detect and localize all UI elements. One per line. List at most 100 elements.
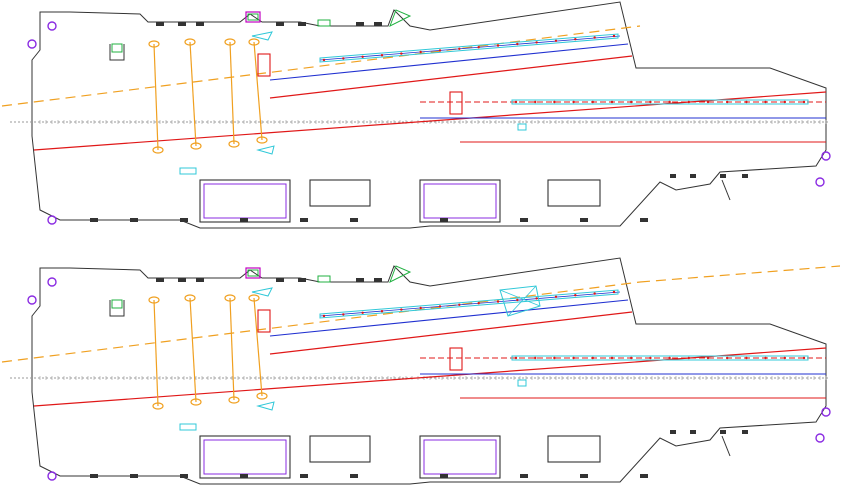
edge-fitting [180,218,188,222]
deck-fitting [317,275,331,283]
deck-elevator [419,435,501,479]
edge-fitting [670,174,676,178]
deck-fitting [245,11,261,23]
arresting-wire [229,297,235,401]
edge-fitting [298,278,306,282]
runway-light [438,305,442,308]
edge-fitting [374,278,382,282]
mooring-point [815,433,825,443]
arresting-wire [253,297,263,397]
island-marker [111,299,123,309]
runway-light [802,356,806,360]
deck-marker [256,401,275,411]
elevator-frame [203,439,287,475]
runway-light [591,100,594,104]
landing-edge-line [269,311,633,355]
edge-fitting [350,218,358,222]
mooring-point [47,21,57,31]
arresting-sheave [228,140,240,148]
runway-light [612,34,616,38]
runway-light [726,356,729,360]
runway-light [802,100,806,104]
runway-light [438,49,442,52]
runway-light [745,356,748,360]
deck-elevator [547,435,601,463]
hull-outline [31,1,827,229]
landing-axis-line [1,281,641,363]
edge-fitting [156,22,164,26]
deck-marker [179,167,197,175]
runway-light [649,100,652,104]
runway-light [477,46,480,49]
mooring-point [47,215,57,225]
edge-fitting [240,218,248,222]
arresting-sheave [224,38,236,46]
edge-fitting [240,474,248,478]
runway-light [477,302,480,305]
runway-light [400,308,403,311]
runway-light [516,298,519,302]
deck-marking-box [257,309,271,333]
mooring-point [47,471,57,481]
runway-light [516,42,519,46]
runway-light [554,39,558,42]
edge-fitting [90,218,98,222]
runway-light [574,294,577,297]
edge-fitting [276,22,284,26]
runway-light [630,356,633,360]
runway-light [553,100,556,104]
runway-light [342,313,345,316]
runway-light [380,310,384,313]
runway-light [419,306,422,310]
arresting-sheave [224,294,236,302]
edge-fitting [300,474,308,478]
mooring-point [821,407,831,417]
arresting-sheave [148,296,160,304]
deck-elevator [199,179,291,223]
edge-fitting [356,278,364,282]
deck-fitting [247,13,259,21]
edge-fitting [178,278,186,282]
arresting-wire [189,297,197,403]
runway-light [534,356,537,360]
island-fitting [389,265,412,284]
island-marker [111,43,123,53]
elevator-frame [423,439,497,475]
runway-light [535,41,538,44]
runway-light [342,57,345,60]
edge-fitting [690,174,696,178]
deck-elevator [419,179,501,223]
runway-light [380,54,384,57]
edge-fitting [742,174,748,178]
runway-light [745,100,748,104]
arresting-sheave [256,392,268,400]
deck-elevator [309,179,371,207]
island-fitting [389,9,412,28]
deck-marking-box [257,53,271,77]
island-block [109,44,125,61]
arresting-wire [153,299,159,407]
mooring-point [821,151,831,161]
antenna [721,435,731,457]
edge-fitting [156,278,164,282]
ski-jump-marker [507,285,537,317]
edge-fitting [180,474,188,478]
deck-fitting [247,269,259,277]
arresting-sheave [152,402,164,410]
arresting-wire [229,41,235,145]
edge-fitting [742,430,748,434]
runway-light [496,300,500,303]
runway-light [764,100,767,104]
landing-edge-line [269,55,633,99]
deck-marker [517,123,527,131]
edge-fitting [520,474,528,478]
runway-light [361,311,364,314]
edge-fitting [276,278,284,282]
runway-light [496,44,500,47]
runway-light [706,100,710,104]
catapult-guide [319,291,621,317]
edge-fitting [520,218,528,222]
edge-fitting [298,22,306,26]
mooring-point [815,177,825,187]
